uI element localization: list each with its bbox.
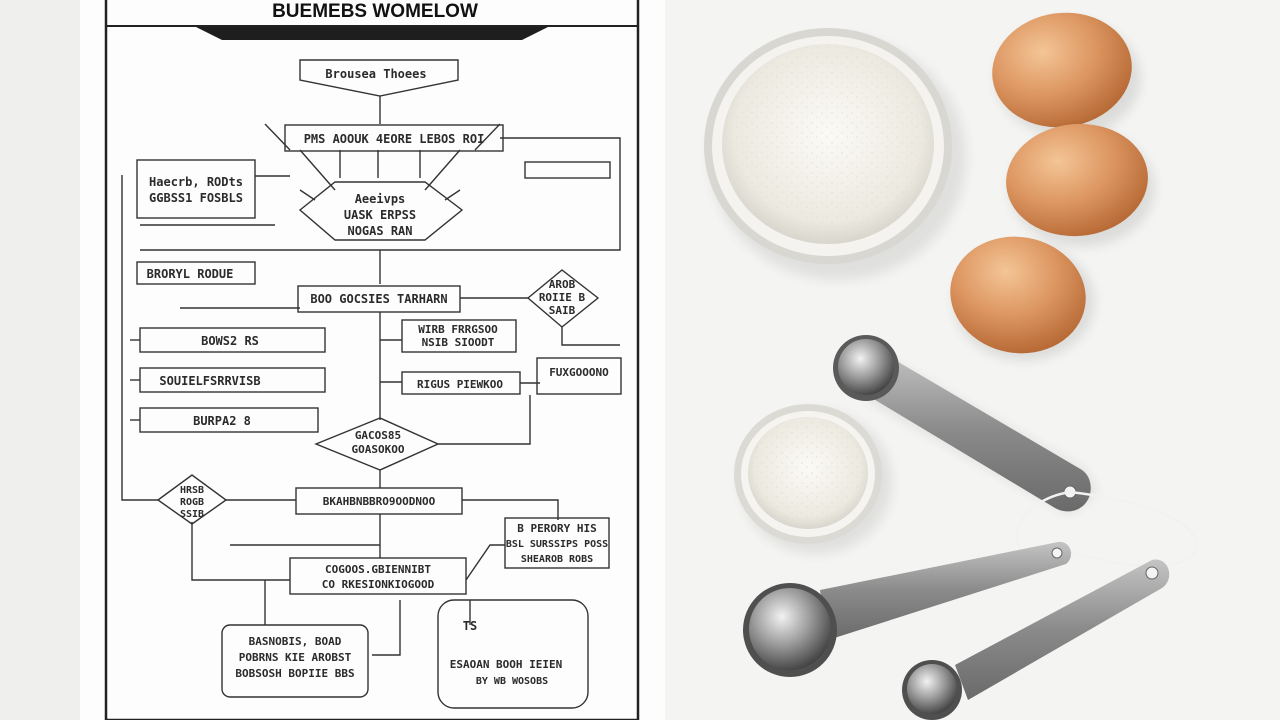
node-label: BOBSOSH BOPIIE BBS xyxy=(235,667,354,680)
node-label: TS xyxy=(463,619,477,633)
node-label: NOGAS RAN xyxy=(347,224,412,238)
node-label: AROB xyxy=(549,278,576,291)
node-label: SHEAROB ROBS xyxy=(521,554,593,565)
node-label: HRSB xyxy=(180,485,204,496)
node-label: RIGUS PIEWKOO xyxy=(417,378,503,391)
node-label: GGBSS1 FOSBLS xyxy=(149,191,243,205)
node-label: Aeeivps xyxy=(355,192,406,206)
node-label: SAIB xyxy=(549,304,576,317)
node-label: FUXGOOONO xyxy=(549,366,609,379)
node-label: BRORYL RODUE xyxy=(147,267,234,281)
node-label: BASNOBIS, BOAD xyxy=(249,635,342,648)
node-label: POBRNS KIE AROBST xyxy=(239,651,352,664)
node-label: ROIIE B xyxy=(539,291,586,304)
node-label: PMS AOOUK 4EORE LEBOS ROI xyxy=(304,132,485,146)
small-flour-bowl xyxy=(734,404,892,554)
node-label: GOASOKOO xyxy=(352,443,405,456)
flowchart-title: BUEMEBS WOMELOW xyxy=(272,1,478,22)
node-label: BKAHBNBBRO9OODNOO xyxy=(323,495,436,508)
node-label: BOWS2 RS xyxy=(201,334,259,348)
node-label: BURPA2 8 xyxy=(193,414,251,428)
node-label: BY WB WOSOBS xyxy=(476,676,548,687)
flowchart xyxy=(121,59,622,709)
node-label: ROGB xyxy=(180,497,204,508)
node-label: WIRB FRRGSOO xyxy=(418,323,498,336)
node-label: BOO GOCSIES TARHARN xyxy=(310,292,447,306)
node-label: COGOOS.GBIENNIBT xyxy=(325,563,431,576)
node-label: BSL SURSSIPS POSS xyxy=(506,539,608,550)
measuring-spoons xyxy=(743,335,1198,720)
node-label: NSIB SIOODT xyxy=(422,336,495,349)
node-label: SSIB xyxy=(180,509,204,520)
node-label: GACOS85 xyxy=(355,429,401,442)
node-label: B PERORY HIS xyxy=(517,522,596,535)
large-flour-bowl xyxy=(704,28,966,280)
eggs xyxy=(950,12,1154,360)
node-label: ESAOAN BOOH IEIEN xyxy=(450,658,563,671)
node-label: UASK ERPSS xyxy=(344,208,416,222)
node-label: SOUIELFSRRVISB xyxy=(159,374,260,388)
node-label: CO RKESIONKIOGOOD xyxy=(322,578,435,591)
node-label: Haecrb, RODts xyxy=(149,175,243,189)
workflow-paper xyxy=(80,0,665,720)
node-label: Brousea Thoees xyxy=(325,67,426,81)
